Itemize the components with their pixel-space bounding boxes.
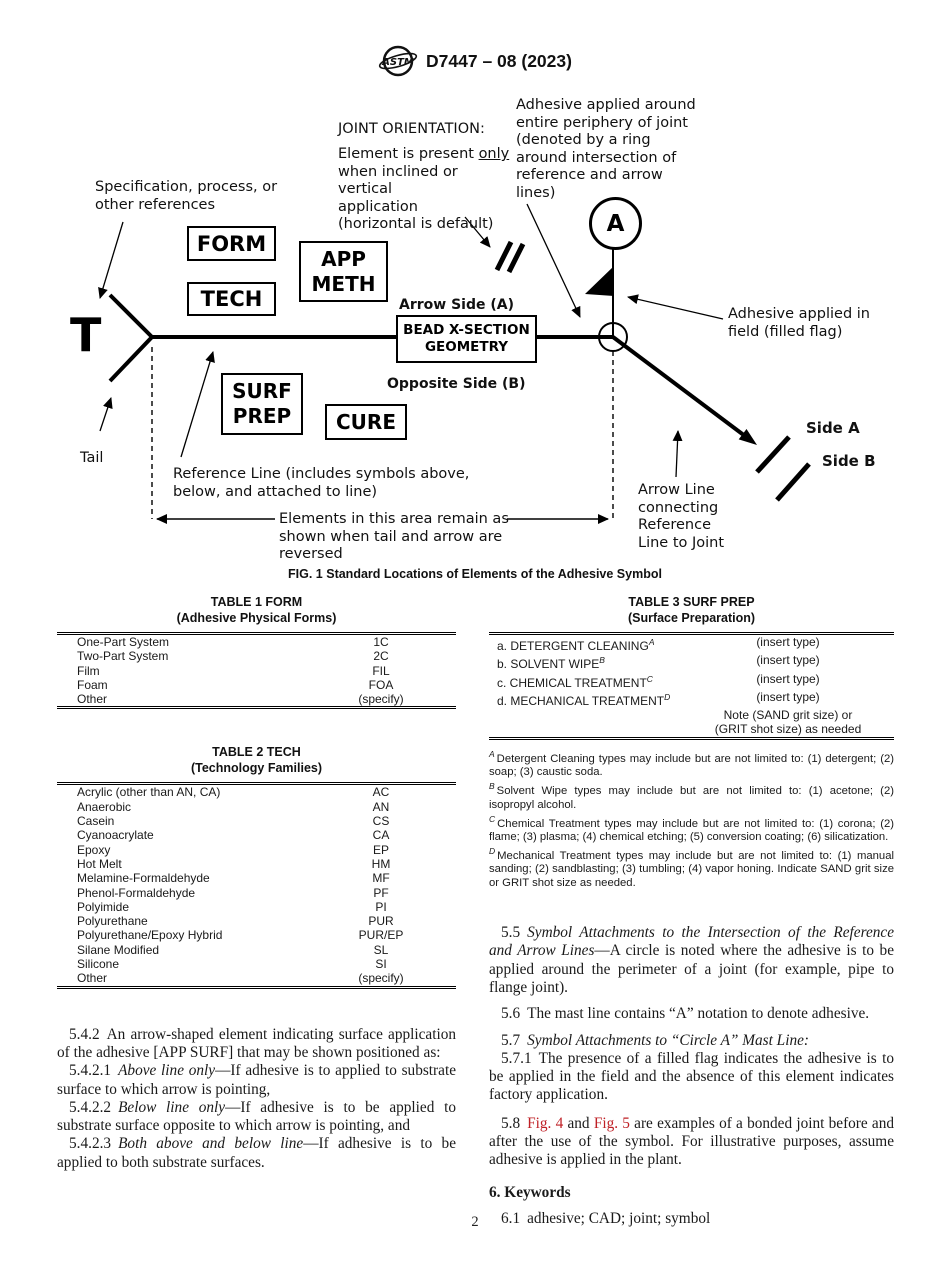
table-2-title: TABLE 2 TECH [212, 745, 301, 760]
periphery-label: Adhesive applied around entire periphery… [516, 97, 696, 201]
form-box: FORM [187, 226, 276, 261]
table-row: (GRIT shot size) as needed [714, 722, 862, 737]
arrow-line-label: Arrow Line connecting Reference Line to … [638, 482, 725, 551]
spec-refs-label: Specification, process, or other referen… [95, 179, 278, 213]
side-b-label: Side B [822, 452, 876, 470]
svg-text:ASTM: ASTM [381, 57, 414, 68]
bead-x-section-box: BEAD X-SECTION GEOMETRY [396, 315, 537, 363]
table-row: d. MECHANICAL TREATMENTD(insert type) [497, 689, 820, 708]
keywords-heading: 6. Keywords [489, 1183, 571, 1201]
joint-orientation-slash-2 [506, 242, 526, 274]
arrow-line-label-arrow [672, 430, 683, 478]
table-row: Note (SAND grit size) or [723, 708, 853, 723]
periphery-arrow [526, 203, 581, 318]
right-column: TABLE 3 SURF PREP (Surface Preparation) … [489, 595, 894, 1228]
table-1-subtitle: (Adhesive Physical Forms) [176, 610, 337, 625]
fig-5-link[interactable]: Fig. 5 [593, 1114, 630, 1132]
tech-box: TECH [187, 282, 276, 316]
table-1-title: TABLE 1 FORM [210, 595, 303, 609]
table-3-title: TABLE 3 SURF PREP [628, 595, 755, 609]
joint-orientation-note: Element is present only when inclined or… [338, 146, 510, 233]
arrow-line-head [738, 429, 757, 445]
reference-line-label: Reference Line (includes symbols above, … [173, 466, 470, 500]
figure-1-caption: FIG. 1 Standard Locations of Elements of… [288, 567, 662, 581]
side-a-label: Side A [806, 419, 860, 437]
surf-prep-box: SURF PREP [221, 373, 303, 435]
joint-side-a-line [755, 435, 791, 474]
page-number: 2 [471, 1214, 479, 1230]
table-2-subtitle: (Technology Families) [190, 760, 323, 775]
elements-area-label: Elements in this area remain as shown wh… [279, 511, 509, 563]
joint-side-b-line [775, 462, 811, 502]
table-row: Acrylic (other than AN, CA)AC [77, 785, 390, 800]
left-column: TABLE 1 FORM (Adhesive Physical Forms) O… [57, 595, 456, 1172]
field-flag [585, 266, 614, 296]
joint-orientation-title: JOINT ORIENTATION: [338, 121, 485, 137]
figure-1: FORM TECH APP METH BEAD X-SECTION GEOMET… [0, 90, 950, 590]
field-flag-label: Adhesive applied in field (filled flag) [728, 306, 870, 340]
arrow-line [611, 335, 747, 438]
opposite-side-label: Opposite Side (B) [387, 376, 526, 392]
cure-box: CURE [325, 404, 407, 440]
tail-chevron [108, 293, 155, 383]
astm-logo: ASTM [378, 44, 418, 78]
spec-refs-arrow [98, 221, 124, 299]
table-row: c. CHEMICAL TREATMENTC(insert type) [497, 671, 820, 690]
tail-arrow [99, 397, 113, 432]
joint-orientation-arrow [464, 216, 491, 248]
table-row: Other(specify) [77, 971, 404, 986]
arrow-side-label: Arrow Side (A) [399, 297, 514, 313]
reference-line-arrow [180, 351, 215, 458]
page-header: ASTM D7447 – 08 (2023) [0, 44, 950, 78]
tail-t-letter: T [70, 308, 102, 362]
table-row: b. SOLVENT WIPEB(insert type) [497, 653, 820, 672]
circle-a-symbol: A [589, 197, 642, 250]
field-flag-arrow [627, 294, 724, 320]
table-3-surf-prep: a. DETERGENT CLEANINGA(insert type)b. SO… [489, 632, 894, 740]
fig-4-link[interactable]: Fig. 4 [527, 1114, 564, 1132]
tail-label: Tail [80, 450, 104, 466]
table-row: Other(specify) [77, 692, 404, 707]
table-row: a. DETERGENT CLEANINGA(insert type) [497, 635, 820, 653]
table-3-subtitle: (Surface Preparation) [627, 610, 756, 625]
joint-orientation-slash-1 [494, 240, 514, 272]
standard-designation: D7447 – 08 (2023) [426, 50, 572, 71]
app-meth-box: APP METH [299, 241, 388, 302]
